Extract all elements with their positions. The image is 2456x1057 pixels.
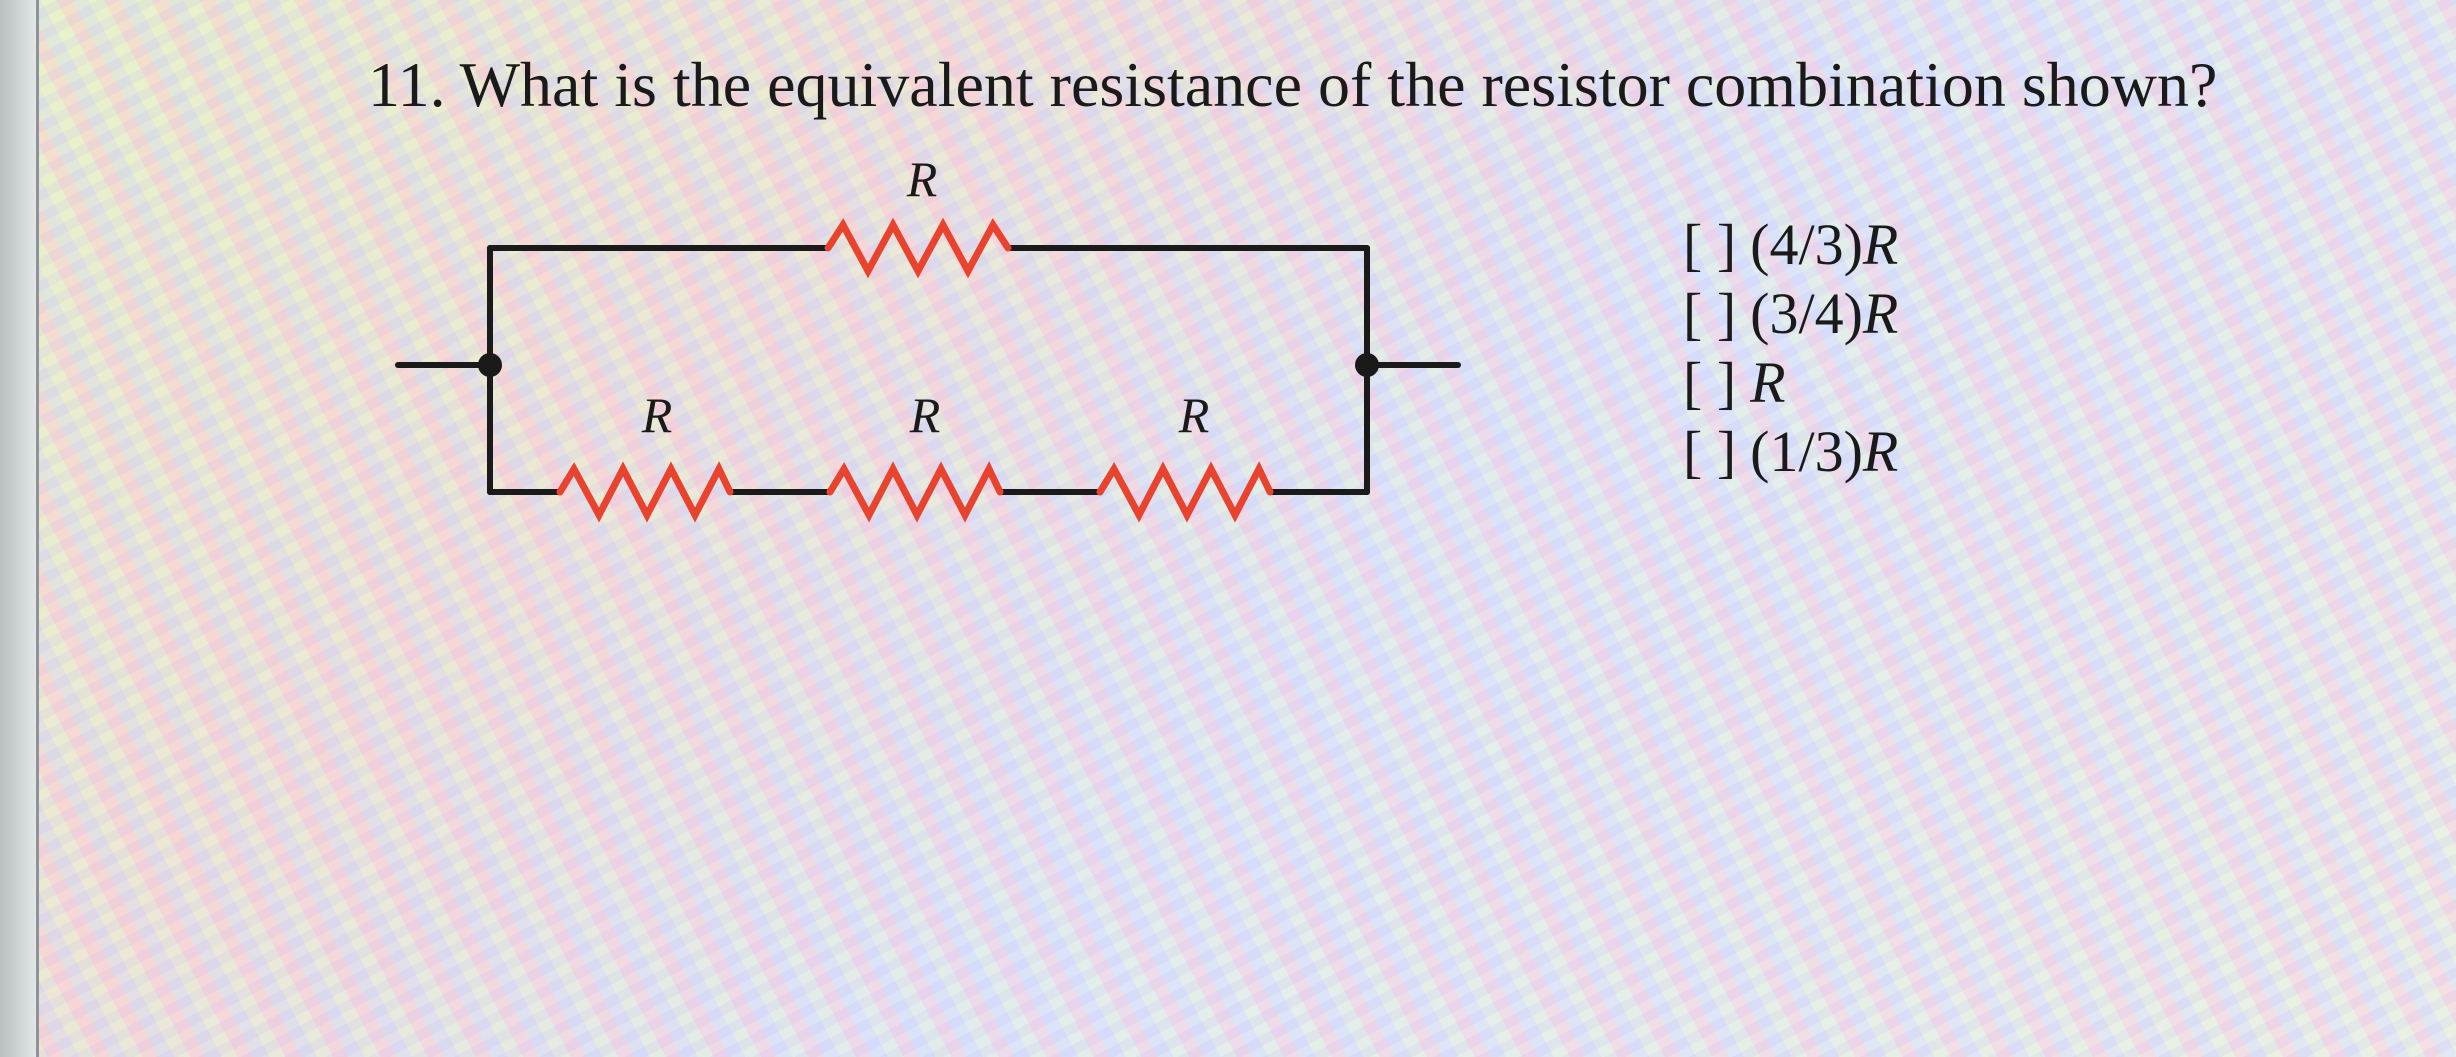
answer-option[interactable]: [ ]R [1683, 348, 1898, 417]
answer-options: [ ](4/3)R [ ](3/4)R [ ]R [ ](1/3)R [1683, 210, 1898, 486]
resistor-bottom-3 [1096, 461, 1274, 523]
question-text: What is the equivalent resistance of the… [459, 49, 2218, 120]
question-number: 11. [368, 49, 446, 120]
checkbox[interactable]: [ ] [1683, 350, 1737, 415]
checkbox[interactable]: [ ] [1683, 281, 1737, 346]
resistor-bottom-2 [826, 461, 1004, 523]
junction-left [478, 353, 502, 377]
option-variable: R [1862, 212, 1899, 277]
resistor-label-bottom-3: R [1178, 387, 1210, 443]
checkbox[interactable]: [ ] [1683, 419, 1737, 484]
answer-option[interactable]: [ ](3/4)R [1683, 279, 1898, 348]
resistor-label-bottom-1: R [641, 387, 673, 443]
monitor-bezel [0, 0, 36, 1057]
option-prefix: (1/3) [1750, 419, 1863, 484]
answer-option[interactable]: [ ](1/3)R [1683, 417, 1898, 486]
monitor-edge [36, 0, 39, 1057]
resistor-label-top: R [906, 151, 938, 207]
question: 11.What is the equivalent resistance of … [368, 48, 2217, 122]
resistor-label-bottom-2: R [909, 387, 941, 443]
option-prefix: (4/3) [1750, 212, 1863, 277]
option-variable: R [1750, 350, 1786, 415]
option-variable: R [1862, 281, 1899, 346]
checkbox[interactable]: [ ] [1683, 212, 1737, 277]
resistor-top [824, 217, 1012, 279]
resistor-bottom-1 [556, 461, 734, 523]
junction-right [1355, 353, 1379, 377]
option-prefix: (3/4) [1750, 281, 1863, 346]
answer-option[interactable]: [ ](4/3)R [1683, 210, 1898, 279]
option-variable: R [1862, 419, 1899, 484]
